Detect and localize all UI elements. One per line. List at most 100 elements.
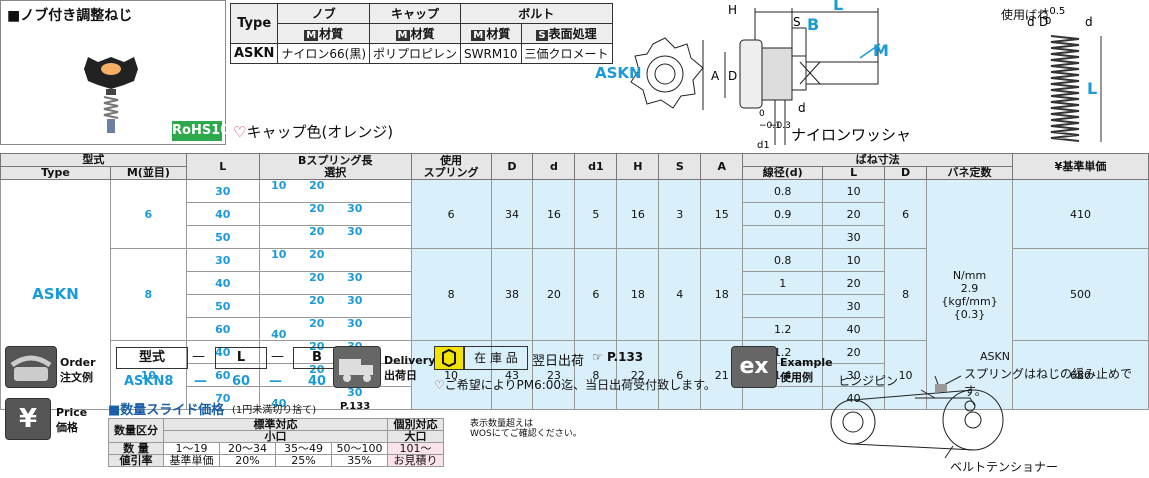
spec-d-cell: 16	[532, 179, 576, 249]
mat-knob-header: ノブ	[277, 3, 371, 24]
dim-l: L	[833, 0, 843, 14]
delivery-page-link[interactable]: ☞ P.133	[592, 350, 644, 364]
spec-spring-cell: 8	[410, 248, 492, 341]
h-type: Type	[0, 166, 111, 180]
spring-d-cell: 8	[884, 248, 928, 341]
h-spring: 使用スプリング	[410, 153, 492, 180]
spec-l-cell: 30	[185, 179, 260, 203]
delivery-note: ♡ご希望によりPM6:00迄、当日出荷受付致します。	[434, 378, 716, 392]
price-title: ■数量スライド価格	[108, 403, 225, 418]
mat-type-header: Type	[229, 3, 279, 44]
product-title: ■ノブ付き調整ねじ	[7, 8, 133, 24]
example-askn-label: ASKN	[980, 350, 1010, 363]
spec-d-cell: 38	[490, 248, 534, 341]
discount-row-label: 値引率	[108, 454, 164, 467]
order-value-dash1: —	[194, 374, 207, 389]
product-title-box: ■ノブ付き調整ねじ RoHS10	[0, 0, 229, 145]
qty-row-label: 数 量	[108, 442, 164, 455]
h-L: L	[185, 153, 260, 180]
mat-row-bolt: SWRM10	[460, 43, 522, 64]
discount-cell: 25%	[275, 454, 332, 467]
discount-cell: 基準単価	[163, 454, 220, 467]
order-dash-1: —	[192, 349, 205, 364]
price-page-link[interactable]: P.133	[340, 401, 371, 412]
spring-wire-cell: 0.8	[742, 179, 824, 203]
spring-l-cell: 30	[822, 363, 886, 387]
mat-row-type: ASKN	[229, 43, 279, 64]
spec-m-cell: 10	[109, 340, 187, 410]
dim-m: M	[873, 41, 889, 60]
spec-price-cell: 680	[1012, 340, 1149, 410]
technical-drawing: ASKN H L S B M A D d d1 0 −0.1 −0.3 ナイロン…	[595, 0, 911, 150]
price-note: (1円未満切り捨て)	[232, 405, 317, 416]
qty-cell: 35〜49	[275, 442, 332, 455]
spring-dim-d2: d	[1085, 15, 1093, 29]
tol-03: −0.3	[769, 121, 791, 131]
qty-h-individual: 個別対応	[387, 418, 444, 431]
discount-cell: 20%	[219, 454, 276, 467]
qty-h-standard: 標準対応	[163, 418, 388, 431]
spring-drawing: +0.5 0 d D d L	[1027, 6, 1102, 142]
spring-tol-plus: +0.5	[1041, 6, 1065, 17]
spec-d-cell: 23	[532, 340, 576, 410]
spec-price-cell: 410	[1012, 179, 1149, 249]
spec-l-cell: 30	[185, 248, 260, 272]
spring-l-cell: 10	[822, 248, 886, 272]
phone-icon	[5, 346, 57, 388]
h-sL: L	[822, 166, 886, 180]
h-d: d	[532, 153, 576, 180]
spec-d1-cell: 6	[574, 248, 618, 341]
dim-a: A	[711, 69, 720, 83]
example-belt-label: ベルトテンショナー	[950, 460, 1059, 474]
spec-l-cell: 40	[185, 271, 260, 295]
spring-l-cell: 40	[822, 317, 886, 341]
qty-cell: 1〜19	[163, 442, 220, 455]
spec-d-cell: 20	[532, 248, 576, 341]
qty-h-category: 数量区分	[108, 418, 164, 443]
discount-cell: お見積り	[387, 454, 444, 467]
spring-title: 使用ばね	[1001, 8, 1050, 22]
discount-cell: 35%	[331, 454, 388, 467]
spring-wire-cell	[742, 225, 824, 249]
order-field-type: 型式	[116, 347, 188, 369]
mat-cap-header: キャップ	[369, 3, 462, 24]
qty-cell: 101〜	[387, 442, 444, 455]
spring-d-cell: 6	[884, 179, 928, 249]
order-field-l: L	[215, 347, 267, 369]
example-spring-note: スプリングはねじの緩み止めです。	[964, 367, 1133, 398]
spring-l-cell: 30	[822, 294, 886, 318]
h-A: A	[700, 153, 744, 180]
spec-s-cell: 6	[658, 340, 702, 410]
nylon-washer-label: ナイロンワッシャ	[791, 126, 911, 144]
dim-b: B	[807, 15, 819, 34]
spring-l-cell: 20	[822, 202, 886, 226]
h-price: ¥基準単価	[1012, 153, 1149, 180]
spec-m-cell: 6	[109, 179, 187, 249]
spec-b-cell: 3040	[258, 386, 412, 410]
spring-wire-cell: 0.9	[742, 202, 824, 226]
mat-row-surface: 三価クロメート	[520, 43, 613, 64]
spec-l-cell: 50	[185, 225, 260, 249]
drawing-askn-label: ASKN	[595, 64, 642, 82]
yen-icon: ¥	[5, 398, 51, 440]
order-dash-2: —	[271, 349, 284, 364]
spec-a-cell: 15	[700, 179, 744, 249]
example-icon: ex	[731, 346, 777, 388]
tol-0: 0	[759, 109, 765, 119]
rohs-badge: RoHS10	[172, 121, 229, 141]
dim-d1: d1	[757, 140, 770, 150]
h-sD: D	[884, 166, 928, 180]
h-katashiki: 型式	[0, 153, 187, 167]
